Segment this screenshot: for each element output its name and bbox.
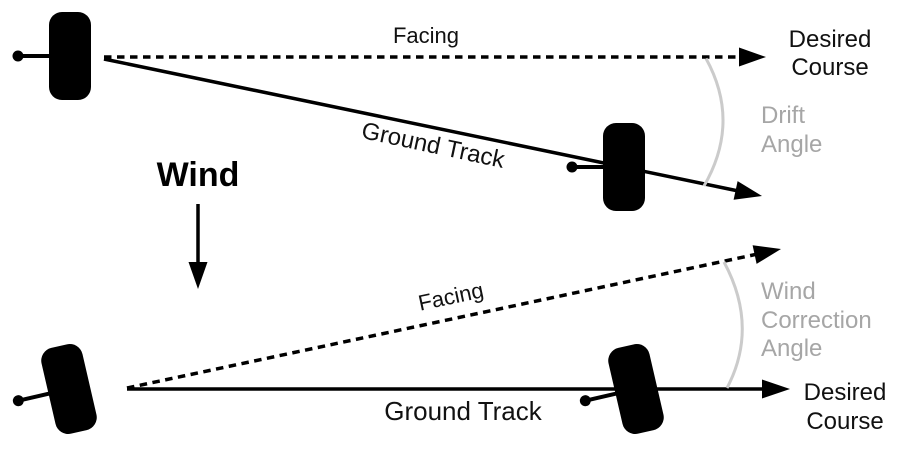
aircraft-pilot-dot	[566, 161, 578, 173]
label-desired-course-top: Desired Course	[788, 26, 872, 81]
label-wind: Wind	[156, 156, 240, 194]
aircraft-wing	[49, 12, 91, 100]
aircraft-pilot-dot	[12, 395, 24, 407]
aircraft-drifted-top-icon	[566, 123, 645, 211]
aircraft-tether	[588, 391, 619, 402]
drift-angle-arc	[702, 57, 725, 187]
aircraft-tether	[21, 391, 52, 402]
aircraft-pilot-dot	[579, 395, 591, 407]
aircraft-wing	[603, 123, 645, 211]
label-drift-angle: Drift Angle	[761, 102, 823, 158]
facing-arrowhead-top	[739, 47, 766, 67]
ground-track-arrowhead-top	[733, 181, 762, 200]
aircraft-start-top-icon	[12, 12, 91, 100]
aircraft-wing	[41, 343, 97, 435]
label-ground-track-bottom: Ground Track	[384, 396, 542, 426]
wind-correction-angle-arc	[722, 261, 744, 389]
label-desired-course-bottom: Desired Course	[803, 379, 887, 435]
label-facing-top: Facing	[392, 23, 460, 48]
aircraft-crabbing-bottom-icon	[579, 343, 664, 435]
label-wind-correction-angle: Wind Correction Angle	[761, 278, 872, 362]
aircraft-wing	[608, 343, 664, 435]
aircraft-start-bottom-icon	[12, 343, 97, 435]
facing-line-bottom	[126, 252, 756, 390]
ground-track-arrowhead-bottom	[762, 379, 790, 399]
aircraft-pilot-dot	[12, 50, 24, 62]
wind-arrowhead	[188, 262, 208, 289]
facing-arrowhead-bottom	[752, 245, 781, 264]
